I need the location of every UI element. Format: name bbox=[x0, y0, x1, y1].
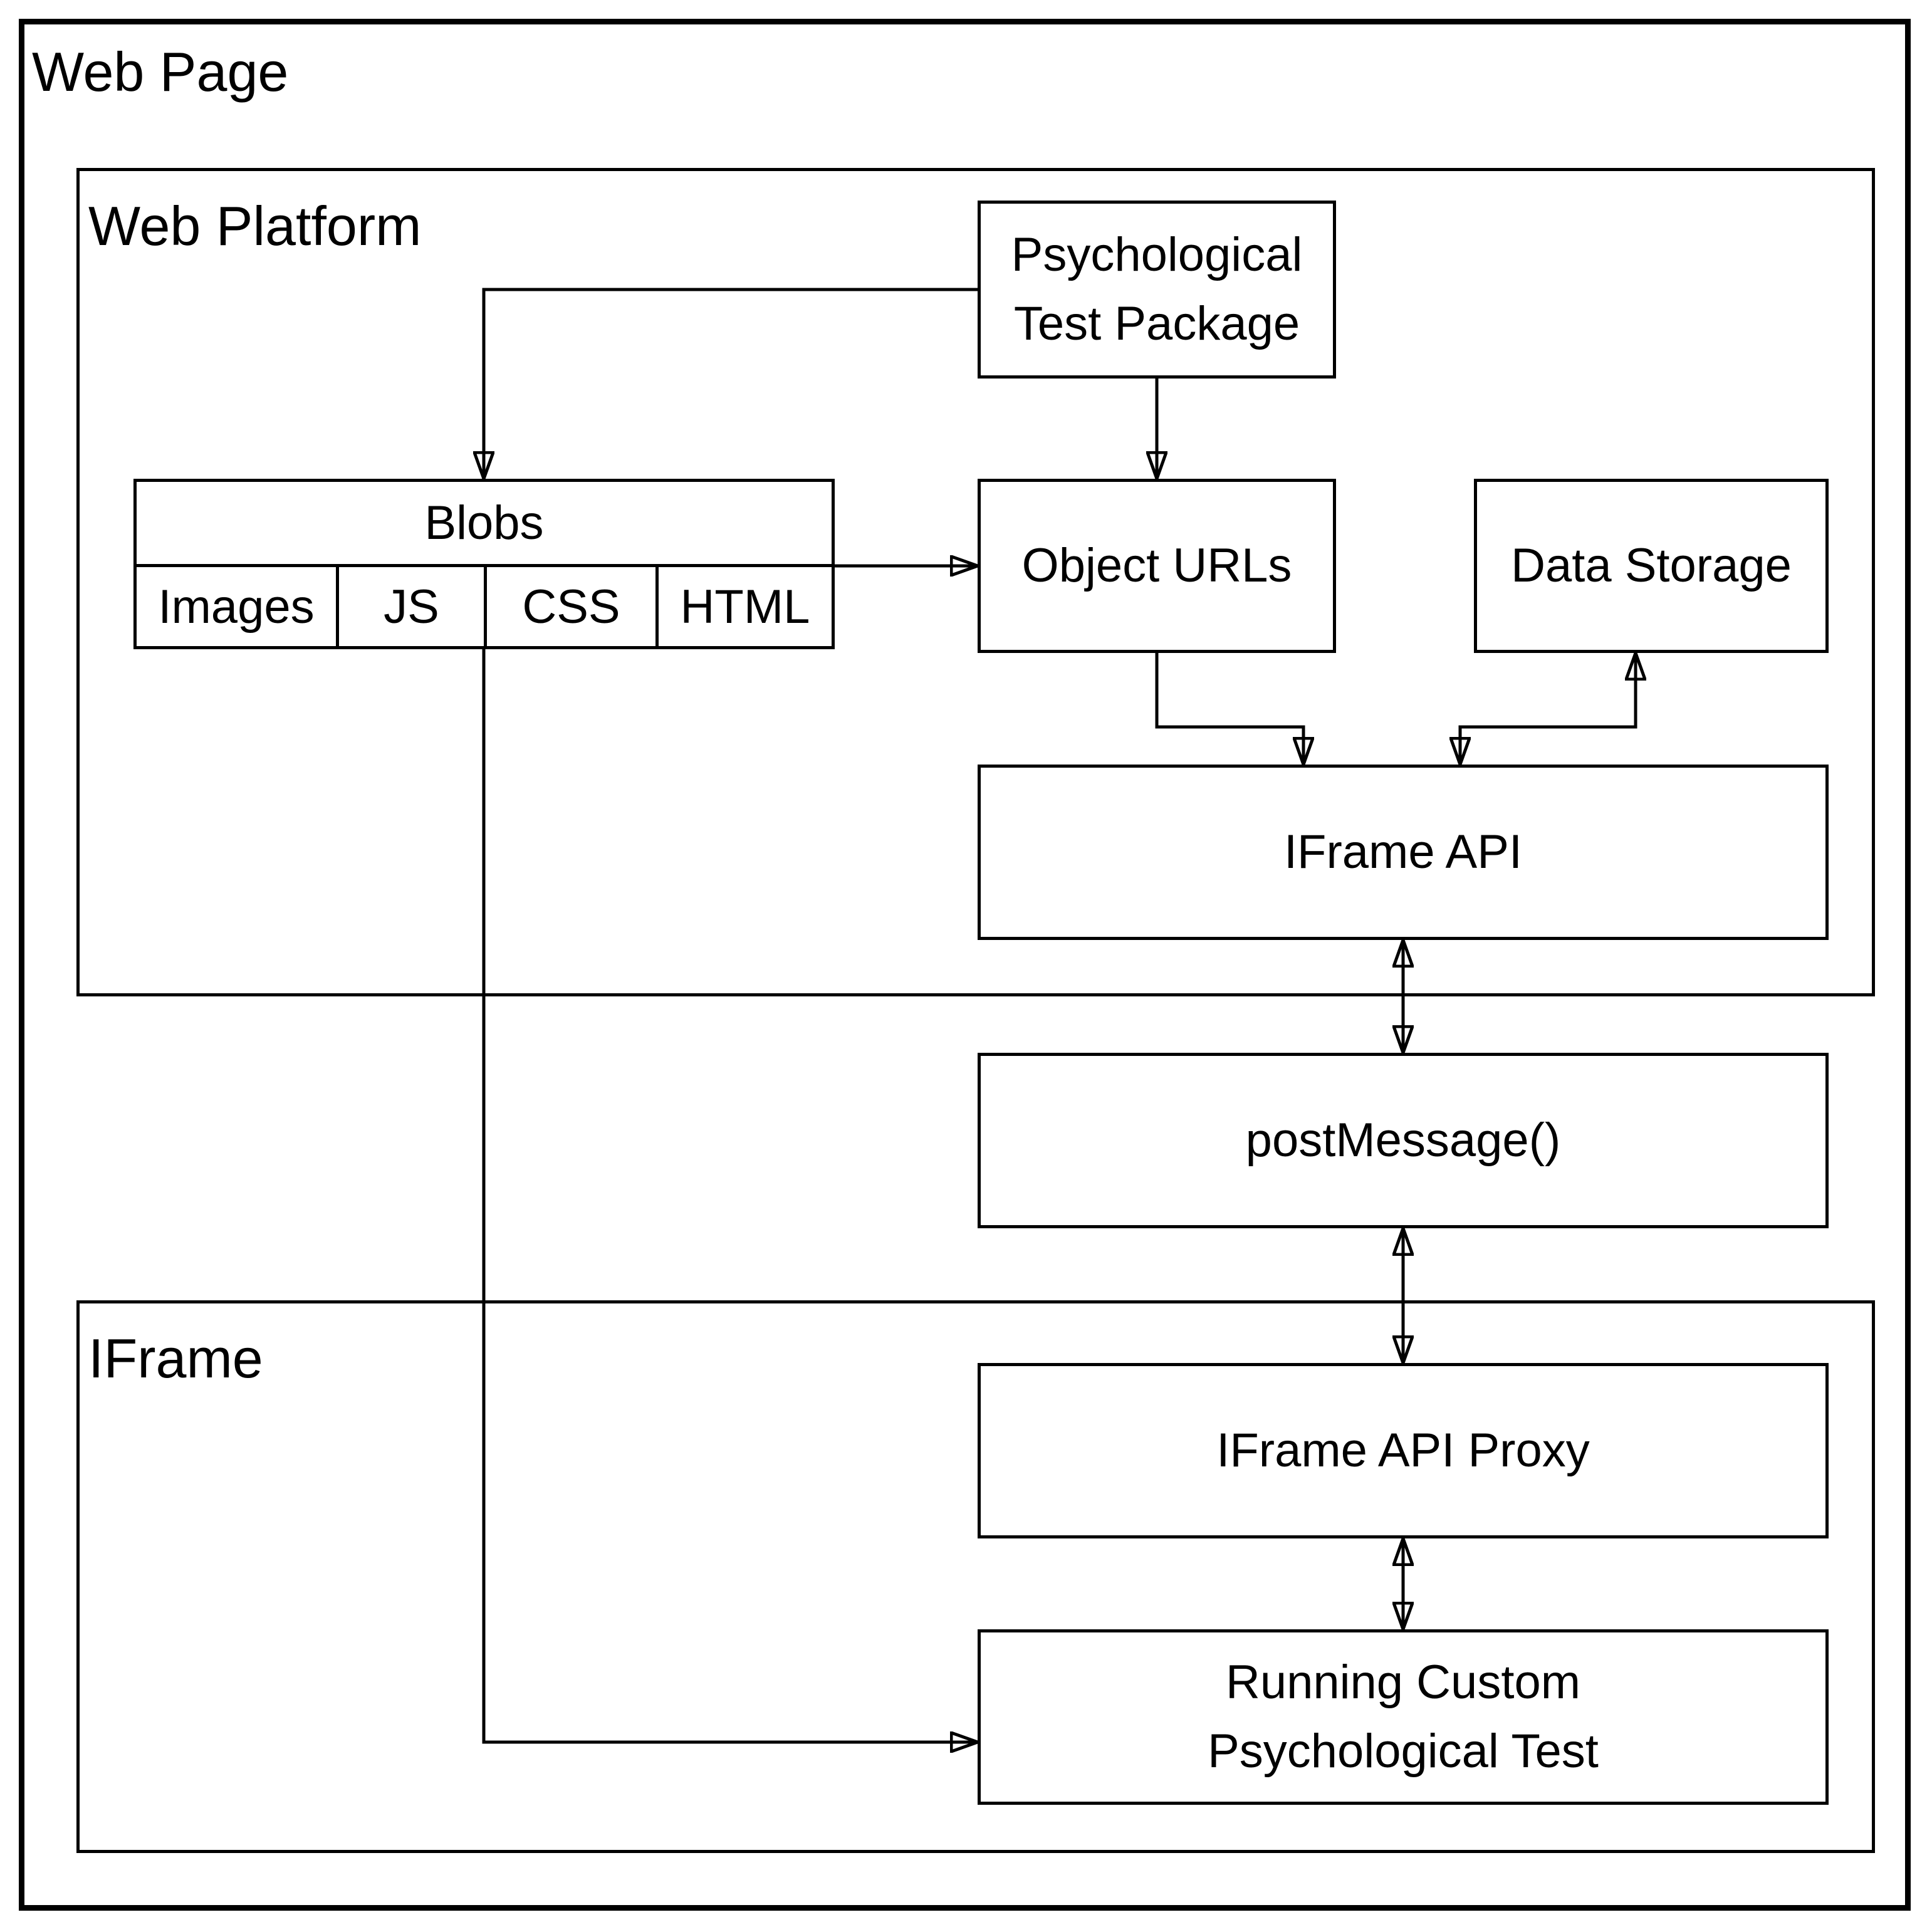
blobs-cell-css: CSS bbox=[487, 567, 659, 646]
blobs-cell-js-label: JS bbox=[384, 580, 439, 634]
blobs-cell-html-label: HTML bbox=[680, 580, 810, 634]
data-storage-label: Data Storage bbox=[1511, 538, 1792, 592]
iframe-api-proxy-label: IFrame API Proxy bbox=[1216, 1423, 1590, 1477]
psychological-test-package-line1: Psychological bbox=[1011, 227, 1303, 281]
blobs-cell-html: HTML bbox=[659, 567, 832, 646]
node-psychological-test-package: Psychological Test Package bbox=[978, 201, 1336, 379]
psychological-test-package-line2: Test Package bbox=[1013, 297, 1300, 350]
running-test-line1: Running Custom bbox=[1225, 1655, 1581, 1709]
container-web-page: Web Page bbox=[19, 19, 1911, 1911]
iframe-api-label: IFrame API bbox=[1283, 825, 1523, 879]
node-data-storage: Data Storage bbox=[1474, 479, 1829, 653]
blobs-cells-row: Images JS CSS HTML bbox=[137, 567, 832, 646]
blobs-cell-images: Images bbox=[137, 567, 339, 646]
blobs-cell-images-label: Images bbox=[158, 580, 315, 634]
blobs-header: Blobs bbox=[137, 482, 832, 567]
blobs-cell-css-label: CSS bbox=[522, 580, 620, 634]
node-iframe-api: IFrame API bbox=[978, 765, 1829, 940]
blobs-title: Blobs bbox=[424, 496, 544, 550]
blobs-cell-js: JS bbox=[339, 567, 487, 646]
running-test-line2: Psychological Test bbox=[1208, 1725, 1599, 1778]
node-post-message: postMessage() bbox=[978, 1053, 1829, 1228]
node-blobs: Blobs Images JS CSS HTML bbox=[133, 479, 835, 649]
web-page-label: Web Page bbox=[32, 41, 289, 103]
node-running-custom-psychological-test: Running Custom Psychological Test bbox=[978, 1629, 1829, 1805]
post-message-label: postMessage() bbox=[1245, 1113, 1561, 1167]
iframe-label: IFrame bbox=[88, 1327, 263, 1389]
node-object-urls: Object URLs bbox=[978, 479, 1336, 653]
web-platform-label: Web Platform bbox=[88, 195, 422, 257]
node-iframe-api-proxy: IFrame API Proxy bbox=[978, 1363, 1829, 1538]
object-urls-label: Object URLs bbox=[1021, 538, 1292, 592]
